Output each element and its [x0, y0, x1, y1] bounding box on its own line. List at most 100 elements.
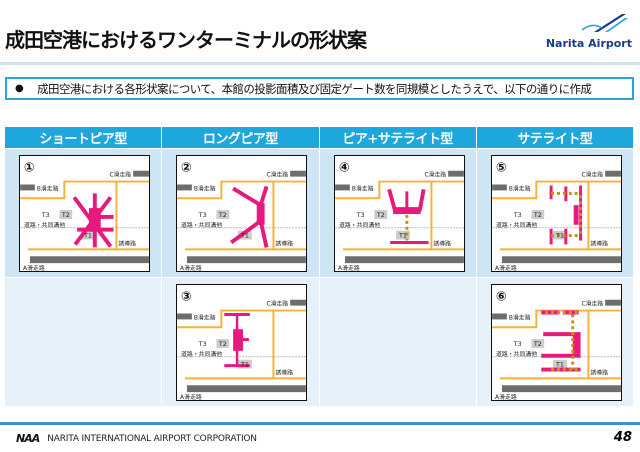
- t2-box: [216, 339, 230, 348]
- option-number: ⑥: [496, 290, 507, 305]
- b-runway: [177, 313, 193, 320]
- a-runway: [187, 385, 307, 393]
- a-runway-label: A滑走路: [338, 264, 360, 271]
- column-header-short-pier: ショートピア型: [5, 127, 163, 148]
- c-runway: [604, 170, 621, 177]
- t1-box: [81, 230, 95, 240]
- footer-divider: [0, 422, 640, 425]
- a-runway-label: A滑走路: [23, 264, 45, 271]
- terminal-building: [573, 205, 579, 225]
- t3-label: T3: [512, 211, 521, 219]
- t1-box: [395, 230, 410, 240]
- road-line: [491, 309, 621, 329]
- c-runway: [604, 299, 621, 306]
- b-runway: [20, 184, 35, 191]
- b-runway-label: B滑走路: [509, 184, 531, 192]
- page-number: 48: [613, 430, 632, 445]
- column-header-satellite: サテライト型: [476, 127, 634, 148]
- c-runway-label: C滑走路: [109, 171, 131, 179]
- t2-box: [373, 210, 387, 219]
- c-runway-label: C滑走路: [581, 171, 603, 179]
- option-number: ③: [181, 290, 192, 305]
- t1-box: [552, 230, 567, 240]
- t3-label: T3: [355, 211, 364, 219]
- taxiway-label: 誘導路: [276, 368, 294, 376]
- t1-label: T1: [240, 232, 249, 240]
- a-runway: [501, 385, 621, 393]
- a-runway: [344, 256, 464, 264]
- a-runway: [29, 256, 149, 264]
- terminal-pier: [232, 186, 262, 207]
- terminal-building: [233, 329, 244, 351]
- t2-label: T2: [218, 211, 227, 219]
- t3-label: T3: [512, 340, 521, 348]
- t2-box: [531, 210, 544, 219]
- road-line: [177, 309, 307, 329]
- taxiway-label: 誘導路: [590, 239, 608, 247]
- b-runway-label: B滑走路: [351, 184, 373, 192]
- c-runway: [290, 170, 307, 177]
- terminal-pier: [258, 220, 269, 248]
- road-line: [491, 180, 621, 200]
- a-runway-label: A滑走路: [180, 393, 202, 400]
- t3-label: T3: [41, 211, 50, 219]
- road-label: 道路・共同溝他: [181, 221, 222, 229]
- option-number: ①: [24, 161, 35, 176]
- road-line: [20, 180, 149, 200]
- b-runway-label: B滑走路: [509, 313, 531, 321]
- t1-label: T1: [240, 361, 249, 369]
- c-runway: [290, 299, 307, 306]
- c-runway: [447, 170, 464, 177]
- t2-box: [531, 339, 544, 348]
- c-runway-label: C滑走路: [424, 171, 446, 179]
- road-label: 道路・共同溝他: [24, 221, 65, 229]
- c-runway-label: C滑走路: [581, 300, 603, 308]
- road-line: [177, 180, 307, 200]
- option-number: ⑤: [496, 161, 507, 176]
- terminal-building: [392, 207, 421, 214]
- terminal-pier: [259, 185, 269, 206]
- taxiway-label: 誘導路: [276, 239, 294, 247]
- layout-map: C滑走路 B滑走路 A滑走路 T3 T2 道路・共同溝他誘導路 T1 ①: [19, 155, 150, 272]
- road-label: 道路・共同溝他: [181, 350, 222, 358]
- page-title: 成田空港におけるワンターミナルの形状案: [5, 28, 367, 52]
- note-text: 成田空港における各形状案について、本館の投影面積及び固定ゲート数を同規模としたう…: [37, 81, 592, 96]
- column-header-long-pier: ロングピア型: [162, 127, 320, 148]
- road-label: 道路・共同溝他: [496, 350, 537, 358]
- airplane-logo-icon: [581, 14, 628, 32]
- b-runway: [177, 184, 193, 191]
- option-number: ④: [339, 161, 350, 176]
- b-runway-label: B滑走路: [37, 184, 59, 192]
- t2-label: T2: [533, 340, 542, 348]
- a-runway-label: A滑走路: [495, 264, 517, 271]
- taxiway-label: 誘導路: [118, 239, 136, 247]
- c-runway: [133, 170, 149, 177]
- c-runway-label: C滑走路: [267, 171, 289, 179]
- taxiway-label: 誘導路: [590, 368, 608, 376]
- a-runway-label: A滑走路: [180, 264, 202, 271]
- t1-label: T1: [555, 232, 564, 240]
- bullet-icon: ●: [15, 83, 24, 94]
- b-runway: [491, 184, 507, 191]
- c-runway-label: C滑走路: [267, 300, 289, 308]
- logo-text: Narita Airport: [545, 37, 632, 50]
- summary-note: ● 成田空港における各形状案について、本館の投影面積及び固定ゲート数を同規模とした…: [5, 77, 634, 100]
- road-label: 道路・共同溝他: [339, 221, 380, 229]
- terminal-pier: [230, 219, 263, 245]
- b-runway-label: B滑走路: [194, 313, 216, 321]
- t1-box: [238, 230, 253, 240]
- t1-box: [552, 359, 567, 369]
- t2-label: T2: [533, 211, 542, 219]
- t3-label: T3: [198, 340, 207, 348]
- t2-label: T2: [61, 211, 70, 219]
- t1-label: T1: [83, 232, 92, 240]
